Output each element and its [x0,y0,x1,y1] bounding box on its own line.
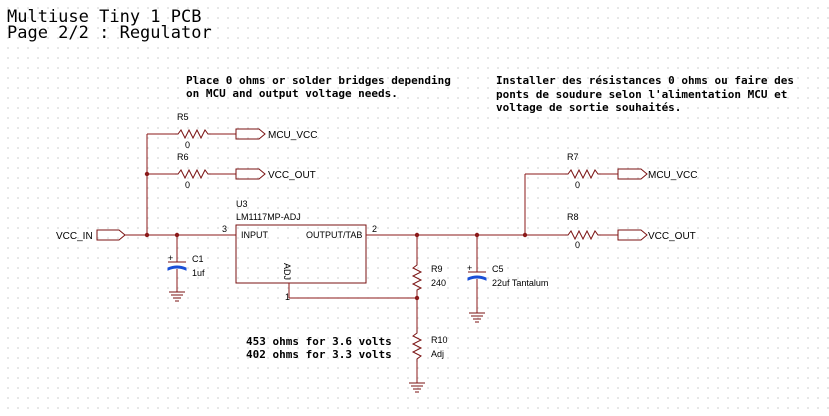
r5-ref: R5 [177,112,189,122]
r8-ref: R8 [567,212,579,222]
ground-r10 [409,382,425,393]
mcu-vcc-port-right: MCU_VCC [617,168,697,181]
capacitor-c1: + C1 1uf [167,235,205,292]
vcc-in-port: VCC_IN [56,229,126,242]
c1-ref: C1 [192,254,204,264]
r5-value: 0 [185,140,190,150]
vcc-out-port-right: VCC_OUT [617,229,696,242]
note-french-line-2: ponts de soudure selon l'alimentation MC… [496,88,787,101]
resistor-r9: R9 240 [411,262,446,292]
r9-ref: R9 [431,264,443,274]
u3-ref: U3 [236,199,248,209]
c5-plus: + [467,263,472,273]
u3-value: LM1117MP-ADJ [236,212,301,222]
c5-ref: C5 [492,264,504,274]
vcc-out-label-right: VCC_OUT [648,231,696,242]
input-wiring [125,133,236,238]
c1-plus: + [168,253,173,263]
u3-pin-num-output: 2 [372,224,377,234]
vcc-in-label: VCC_IN [56,231,93,242]
note-english-line-1: Place 0 ohms or solder bridges depending [186,74,451,87]
r6-ref: R6 [177,152,189,162]
u3-pin-num-input: 3 [222,224,227,234]
resistor-r10: R10 Adj [411,330,448,362]
r10-ref: R10 [431,335,448,345]
r7-ref: R7 [567,152,579,162]
note-french-line-3: voltage de sortie souhaités. [496,101,681,114]
regulator-u3: U3 LM1117MP-ADJ INPUT OUTPUT/TAB ADJ 3 2… [222,199,377,302]
c5-value: 22uf Tantalum [492,278,548,288]
mcu-vcc-label-right: MCU_VCC [648,170,697,181]
title-line-1: Multiuse Tiny 1 PCB [7,7,201,27]
u3-pin-output: OUTPUT/TAB [306,230,362,240]
resistor-r5: R5 0 [175,112,211,150]
note-adj-line-2: 402 ohms for 3.3 volts [246,348,392,361]
ground-c1 [169,291,185,302]
resistor-r6: R6 0 [175,152,211,190]
r6-value: 0 [185,180,190,190]
title-line-2: Page 2/2 : Regulator [7,23,212,43]
note-english-line-2: on MCU and output voltage needs. [186,87,398,100]
note-french-line-1: Installer des résistances 0 ohms ou fair… [496,74,794,87]
r8-value: 0 [575,240,580,250]
vcc-out-port-left: VCC_OUT [235,168,316,181]
u3-pin-input: INPUT [241,230,269,240]
resistor-r7: R7 0 [565,152,601,190]
output-wiring [288,173,618,383]
ground-c5 [469,312,485,323]
resistor-r8: R8 0 [565,212,601,250]
capacitor-c5: + C5 22uf Tantalum [467,235,548,313]
mcu-vcc-port-left: MCU_VCC [235,128,317,141]
note-adj-line-1: 453 ohms for 3.6 volts [246,335,392,348]
u3-pin-num-adj: 1 [285,292,290,302]
vcc-out-label-left: VCC_OUT [268,170,316,181]
mcu-vcc-label-left: MCU_VCC [268,130,317,141]
r9-value: 240 [431,278,446,288]
c1-value: 1uf [192,268,205,278]
u3-pin-adj: ADJ [282,263,292,280]
r7-value: 0 [575,180,580,190]
r10-value: Adj [431,349,444,359]
